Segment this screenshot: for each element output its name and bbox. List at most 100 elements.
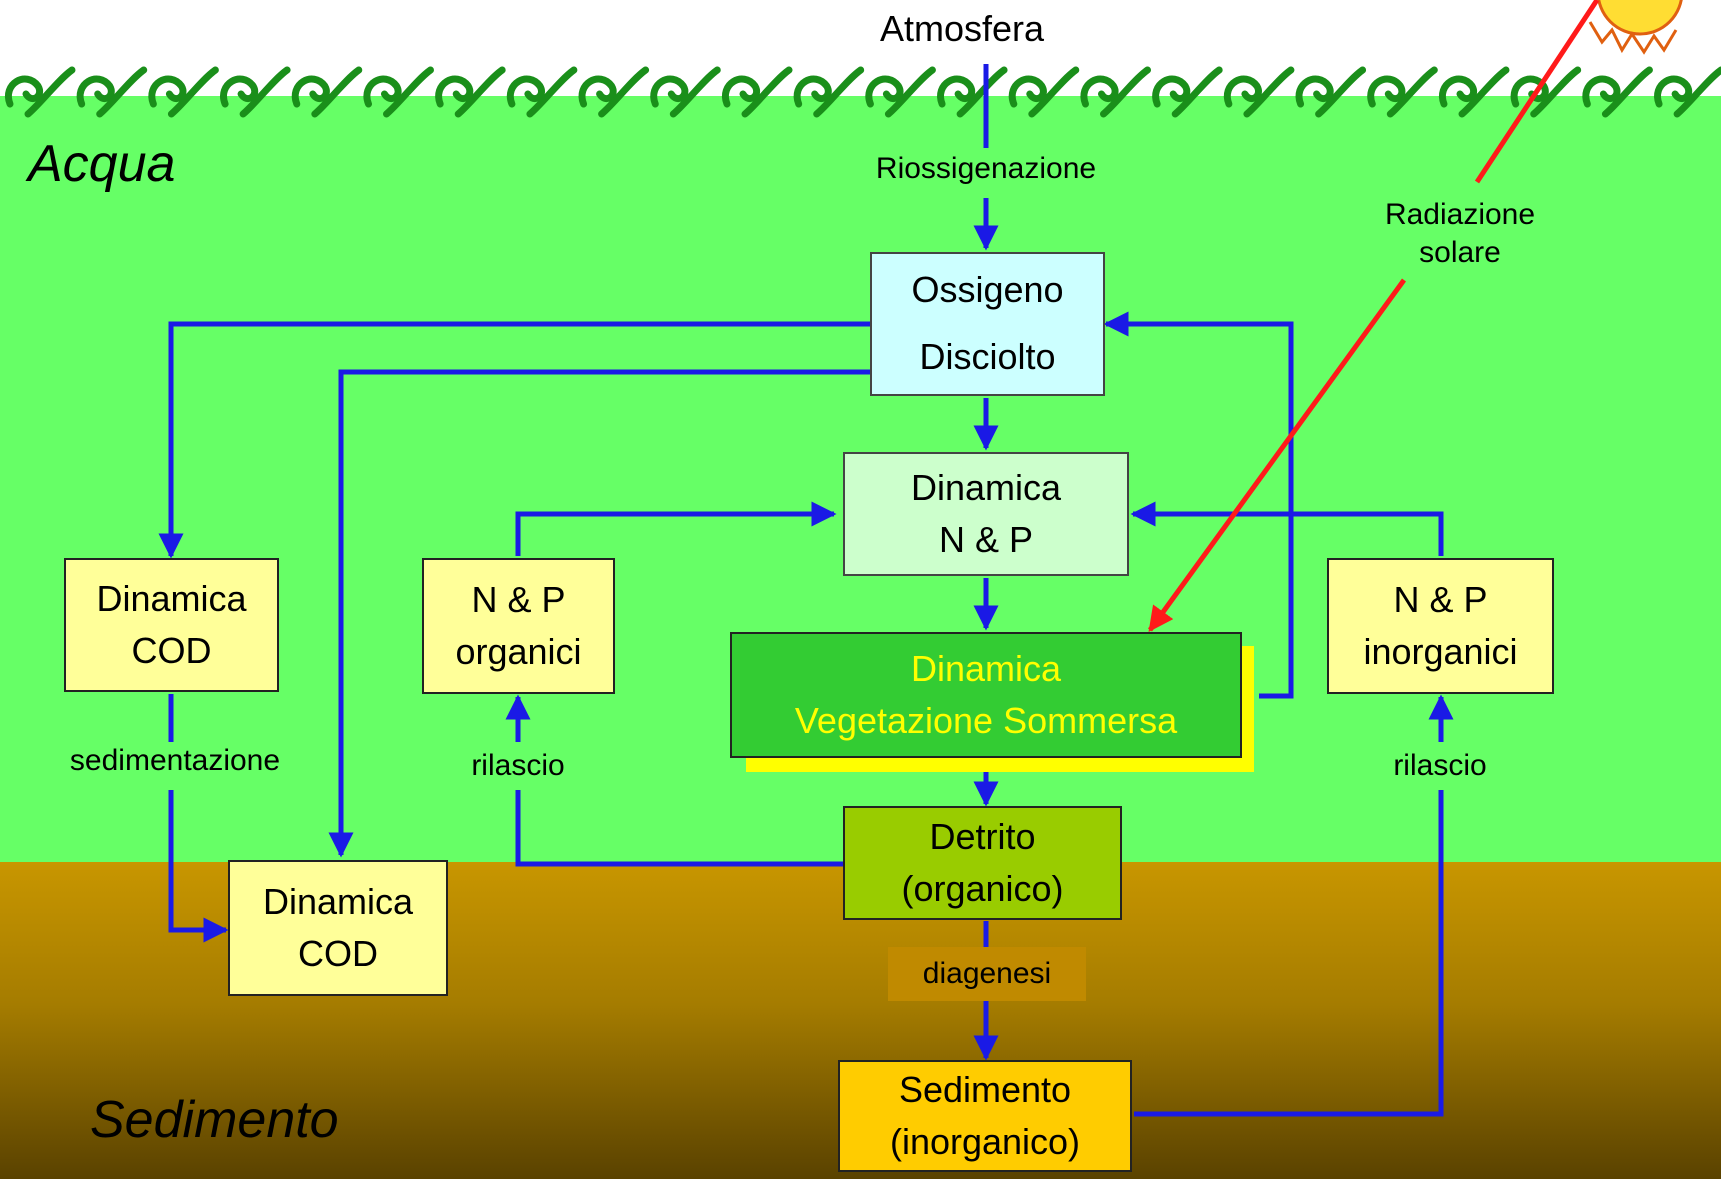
- np-inorganic-line2: inorganici: [1363, 631, 1518, 672]
- wave-curl: [506, 75, 545, 108]
- wave-curl: [1152, 75, 1191, 108]
- vegetation-line1: Dinamica: [910, 647, 1062, 689]
- sediment-line1: Sedimento: [898, 1068, 1072, 1110]
- wave-curl: [435, 75, 474, 108]
- arrow-sediment-to-inorganic: [1134, 790, 1444, 1117]
- wave-curl: [1367, 75, 1406, 108]
- wave-curl: [650, 75, 689, 108]
- wave-curl: [4, 75, 43, 108]
- solar-radiation-label-line1: Radiazione: [1384, 198, 1536, 231]
- arrow-detritus-to-organic: [515, 790, 843, 867]
- oxygen-line1: Ossigeno: [911, 269, 1064, 311]
- atmosphere-label: Atmosfera: [880, 8, 1045, 49]
- np-inorganic-line1: N & P: [1393, 578, 1488, 620]
- np-organic-box: N & P organici: [422, 558, 615, 694]
- solar-arrow-lower: [1147, 278, 1407, 633]
- wave-stroke: [1028, 66, 1080, 118]
- wave-curl: [76, 75, 115, 108]
- cod-sediment-box: Dinamica COD: [228, 860, 448, 996]
- wave-stroke: [813, 66, 865, 118]
- wave-stroke: [526, 66, 578, 118]
- wave-curl: [1510, 75, 1549, 108]
- cod-water-line1: Dinamica: [96, 577, 247, 619]
- wave-curl: [1080, 75, 1119, 108]
- wave-stroke: [1673, 66, 1721, 118]
- wave-stroke: [96, 66, 148, 118]
- wave-stroke: [454, 66, 506, 118]
- sediment-line2: (inorganico): [889, 1121, 1081, 1162]
- wave-curl: [578, 75, 617, 108]
- reoxygenation-label: Riossigenazione: [836, 152, 1136, 186]
- wave-curl: [1582, 75, 1621, 108]
- nutrients-line2: N & P: [938, 519, 1034, 560]
- wave-curl: [1008, 75, 1047, 108]
- detritus-line2: (organico): [901, 868, 1064, 909]
- solar-arrow: [1147, 0, 1600, 633]
- sedimentation-label: sedimentazione: [40, 744, 310, 778]
- wave-band: [0, 0, 1721, 118]
- wave-stroke: [741, 66, 793, 118]
- wave-stroke: [383, 66, 434, 118]
- sediment-box: Sedimento (inorganico): [838, 1060, 1132, 1172]
- wave-curl: [793, 75, 832, 108]
- wave-curl: [291, 75, 330, 108]
- detritus-box: Detrito (organico): [843, 806, 1122, 920]
- arrow-oxygen-to-cod-water: [158, 321, 871, 559]
- solar-radiation-label: Radiazione solare: [1340, 196, 1580, 271]
- wave-stroke: [239, 66, 291, 118]
- cod-sediment-line2: COD: [298, 933, 378, 974]
- solar-radiation-label-line2: solare: [1419, 235, 1501, 269]
- vegetation-box: Dinamica Vegetazione Sommersa: [730, 632, 1242, 758]
- detritus-line1: Detrito: [929, 815, 1036, 857]
- wave-curl: [363, 75, 402, 108]
- wave-stroke: [1458, 66, 1510, 118]
- solar-arrow-upper: [1474, 0, 1600, 184]
- cod-sediment-line1: Dinamica: [262, 880, 414, 922]
- wave-stroke: [1100, 66, 1151, 118]
- wave-curl: [220, 75, 259, 108]
- wave-stroke: [1171, 66, 1223, 118]
- wave-stroke: [167, 66, 219, 118]
- sky-region: [0, 0, 1721, 66]
- arrow-organic-to-nutrients: [515, 501, 837, 556]
- water-surface: [0, 96, 1721, 116]
- wave-curl: [721, 75, 760, 108]
- wave-stroke: [1386, 66, 1438, 118]
- wave-stroke: [598, 66, 650, 118]
- nutrients-line1: Dinamica: [910, 466, 1062, 508]
- diagenesis-label: diagenesi: [888, 947, 1086, 1001]
- oxygen-line2: Disciolto: [919, 336, 1056, 377]
- vegetation-line2: Vegetazione Sommersa: [794, 700, 1178, 741]
- flow-arrows: [158, 64, 1454, 1117]
- cod-water-line2: COD: [131, 630, 212, 671]
- np-inorganic-box: N & P inorganici: [1327, 558, 1554, 694]
- wave-stroke: [669, 66, 721, 118]
- nutrients-dynamics-box: Dinamica N & P: [843, 452, 1129, 576]
- wave-curl: [1654, 75, 1693, 108]
- arrow-vegetation-to-oxygen: [1103, 311, 1294, 699]
- wave-stroke: [1601, 66, 1653, 118]
- wave-curl: [1223, 75, 1262, 108]
- water-label: Acqua: [28, 135, 176, 193]
- wave-curl: [937, 75, 976, 108]
- sun-icon: [1588, 0, 1683, 55]
- wave-curl: [1295, 75, 1334, 108]
- arrow-sedimentation-to-cod-sediment: [168, 790, 229, 943]
- wave-stroke: [1315, 66, 1367, 118]
- wave-stroke: [956, 66, 1008, 118]
- wave-stroke: [311, 66, 363, 118]
- wave-stroke: [1243, 66, 1295, 118]
- oxygen-box: Ossigeno Disciolto: [870, 252, 1105, 396]
- sediment-label: Sedimento: [90, 1091, 339, 1149]
- wave-curl: [1438, 75, 1477, 108]
- wave-stroke: [24, 66, 76, 118]
- wave-curl: [148, 75, 187, 108]
- wave-stroke: [884, 66, 936, 118]
- np-organic-line1: N & P: [471, 578, 566, 620]
- arrow-oxygen-to-cod-sediment: [328, 369, 871, 858]
- np-organic-line2: organici: [455, 631, 582, 672]
- release-inorganic-label: rilascio: [1362, 749, 1518, 783]
- cod-water-box: Dinamica COD: [64, 558, 279, 692]
- wave-stroke: [1530, 66, 1582, 118]
